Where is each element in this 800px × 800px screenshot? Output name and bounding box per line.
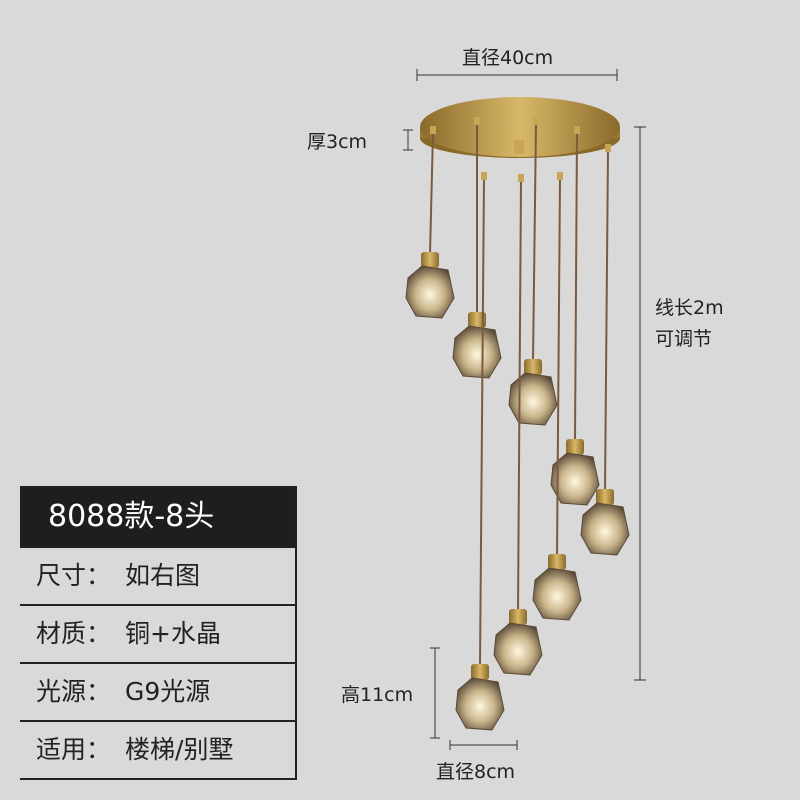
cable-hook (557, 172, 563, 180)
spec-row-material: 材质： 铜+水晶 (20, 604, 295, 662)
crystal-shade (455, 677, 505, 731)
pendant-cable (517, 179, 522, 612)
crystal-shade (508, 372, 558, 426)
pendant-cable (574, 131, 578, 442)
pendant-height-label: 高11cm (341, 684, 414, 706)
crystal-shade (405, 265, 455, 319)
crystal-shade (452, 325, 502, 379)
crystal-shade (493, 622, 543, 676)
pendant-socket (524, 359, 542, 375)
spec-value: 楼梯/别墅 (125, 735, 234, 764)
pendant-socket (468, 312, 486, 328)
crystal-shade (580, 502, 630, 556)
canopy-diameter-label: 直径40cm (462, 47, 554, 69)
pendant-socket (566, 439, 584, 455)
spec-value: G9光源 (125, 677, 211, 706)
pendant-socket (596, 489, 614, 505)
pendant-cable (556, 177, 561, 557)
cable-hook (605, 144, 611, 152)
dimension-lines (403, 69, 646, 750)
pendant-cable (479, 177, 485, 667)
pendant-socket (471, 664, 489, 680)
pendant-cable (532, 122, 537, 362)
pendant-socket (421, 252, 439, 268)
cable-hook (430, 126, 436, 134)
spec-table: 8088款-8头 尺寸： 如右图 材质： 铜+水晶 光源： G9光源 适用： 楼梯/别墅 (20, 486, 297, 780)
spec-value: 如右图 (125, 561, 201, 590)
spec-label: 尺寸： (36, 561, 112, 590)
pendant-diameter-label: 直径8cm (436, 761, 516, 783)
pendant-socket (509, 609, 527, 625)
cable-hook (518, 174, 524, 182)
spec-title: 8088款-8头 (20, 488, 295, 546)
cable-hook (574, 126, 580, 134)
pendant-cable (604, 149, 609, 492)
cable-hook (474, 117, 480, 125)
crystal-shade (550, 452, 600, 506)
cable-adjustable-label: 可调节 (655, 328, 713, 350)
spec-label: 材质： (36, 619, 112, 648)
pendant-cable (429, 131, 434, 255)
canopy-thickness-label: 厚3cm (307, 131, 368, 153)
canopy-top (420, 97, 620, 157)
cable-length-label: 线长2m (655, 297, 724, 319)
crystal-shade (532, 567, 582, 621)
canopy-center-cap (514, 140, 524, 154)
spec-label: 光源： (36, 677, 112, 706)
cable-hook (481, 172, 487, 180)
spec-row-light-source: 光源： G9光源 (20, 662, 295, 720)
spec-row-size: 尺寸： 如右图 (20, 546, 295, 604)
cable-hook (533, 117, 539, 125)
spec-value: 铜+水晶 (125, 619, 221, 648)
spec-row-usage: 适用： 楼梯/别墅 (20, 720, 295, 778)
spec-label: 适用： (36, 735, 112, 764)
pendant-socket (548, 554, 566, 570)
